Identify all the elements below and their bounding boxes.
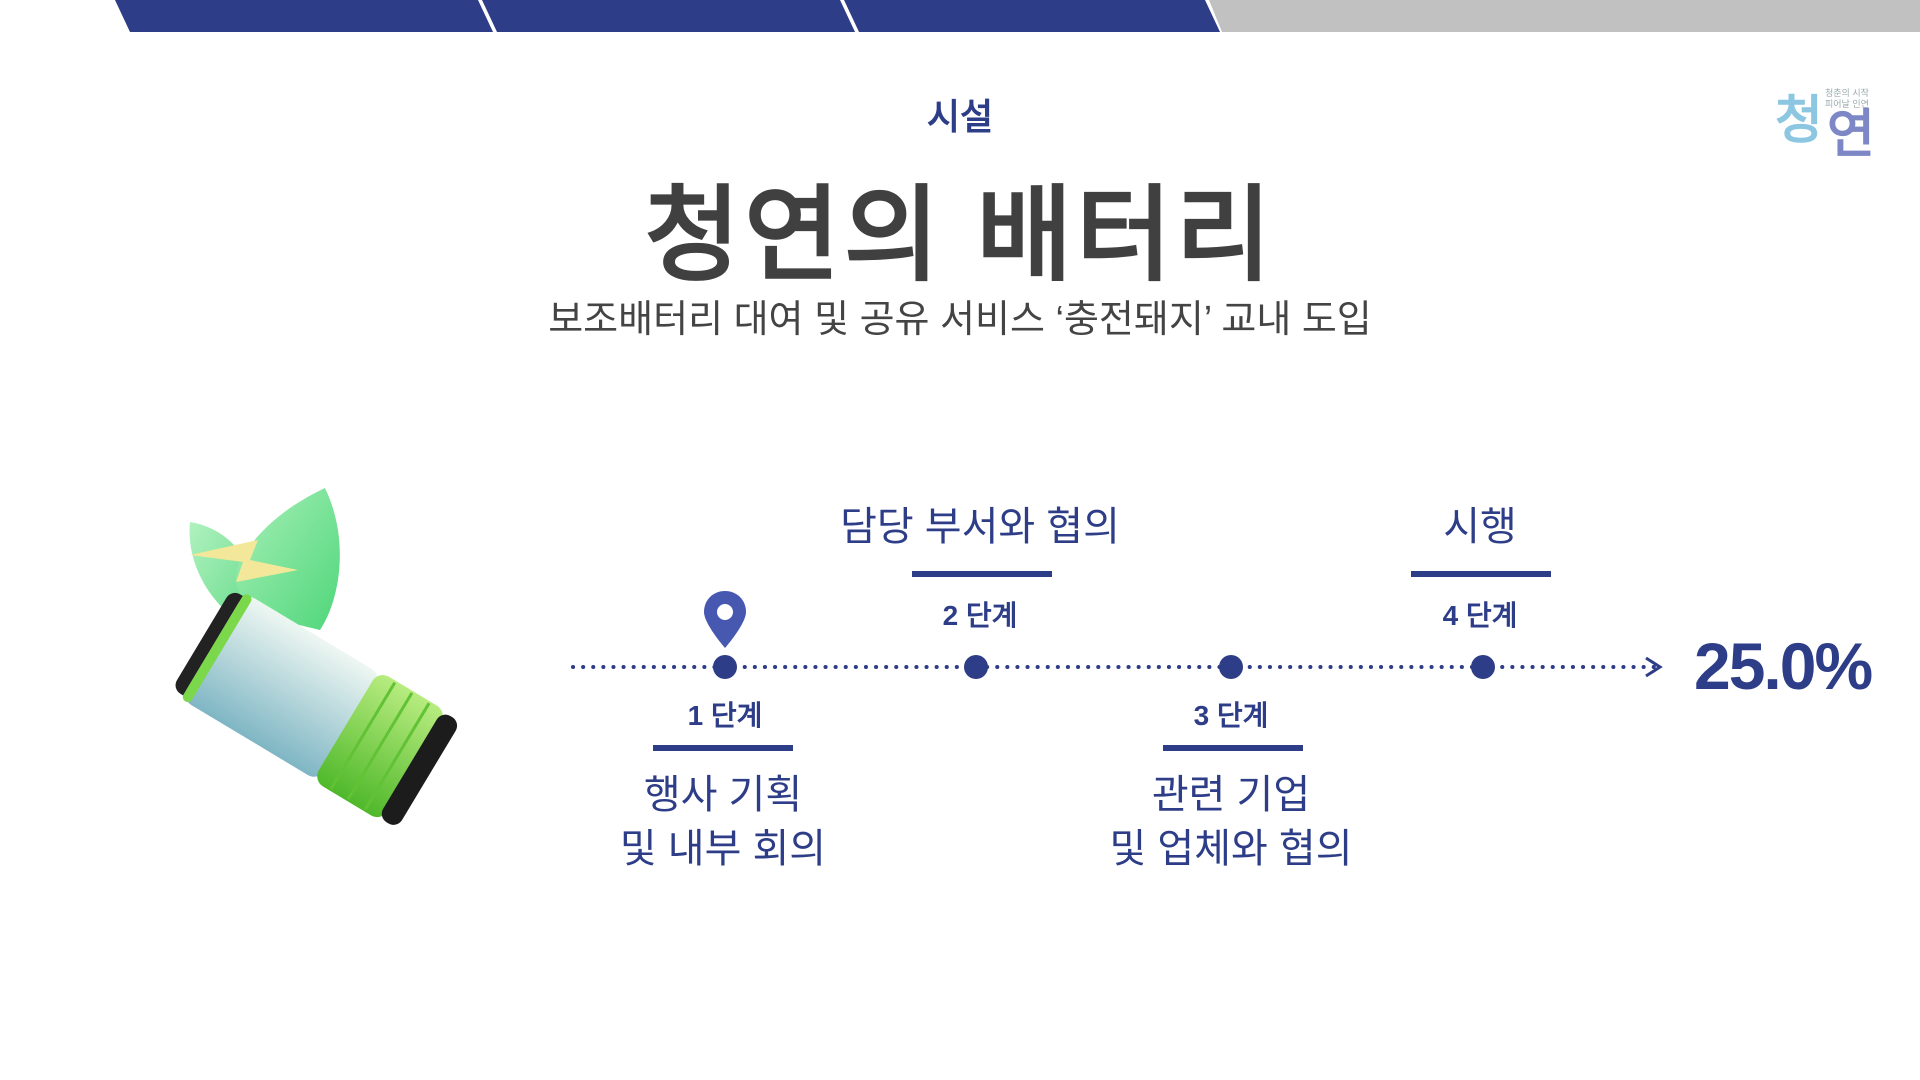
step-3-label: 3 단계: [1193, 700, 1269, 731]
logo-tagline-2: 피어날 인연: [1825, 99, 1869, 109]
step-3-title-line-1: 관련 기업: [1151, 773, 1311, 817]
step-1-title-line-2: 및 내부 회의: [619, 827, 827, 871]
timeline-arrow-icon: [1645, 656, 1663, 678]
step-1-title: 행사 기획 및 내부 회의: [620, 768, 826, 876]
step-4-divider: [1411, 571, 1551, 577]
timeline-dot-step-4[interactable]: [1471, 655, 1495, 679]
logo: 청 연 청춘의 시작 피어날 인연: [1775, 78, 1895, 164]
page-subtitle: 보조배터리 대여 및 공유 서비스 ‘충전돼지’ 교내 도입: [548, 299, 1372, 341]
lightning-icon: [190, 540, 298, 582]
battery-body: [185, 596, 378, 777]
step-1-divider: [653, 745, 793, 751]
top-bar-segment-3: [844, 0, 1220, 32]
step-3-title-line-2: 및 업체와 협의: [1109, 827, 1353, 871]
top-progress-bar: [115, 0, 1920, 32]
step-4-title: 시행: [1443, 505, 1517, 549]
step-1-title-line-1: 행사 기획: [643, 773, 803, 817]
logo-char-2: 연: [1827, 106, 1875, 164]
timeline-track: [571, 656, 1663, 678]
logo-tagline: 청춘의 시작 피어날 인연: [1825, 88, 1869, 110]
section-label: 시설: [926, 96, 994, 137]
step-2-label: 2 단계: [942, 600, 1018, 631]
location-pin-icon: [704, 591, 746, 648]
battery-leaf-illustration: [175, 488, 458, 825]
step-1-label: 1 단계: [687, 700, 763, 731]
logo-char-1: 청: [1775, 92, 1823, 150]
top-bar-segment-2: [482, 0, 855, 32]
step-2-title: 담당 부서와 협의: [840, 505, 1120, 549]
timeline-dot-step-2[interactable]: [964, 655, 988, 679]
leaf-right: [236, 488, 340, 630]
step-3-title: 관련 기업 및 업체와 협의: [1109, 768, 1352, 876]
battery-cap: [175, 592, 247, 697]
step-3-divider: [1163, 745, 1303, 751]
step-4-label: 4 단계: [1442, 600, 1518, 631]
page-title: 청연의 배터리: [644, 178, 1276, 294]
battery-end: [381, 714, 458, 825]
step-2-divider: [912, 571, 1052, 577]
logo-tagline-1: 청춘의 시작: [1825, 88, 1869, 98]
progress-percentage: 25.0%: [1694, 629, 1873, 703]
timeline-dot-step-1[interactable]: [713, 655, 737, 679]
top-bar-remaining: [1209, 0, 1920, 32]
top-bar-segment-1: [115, 0, 493, 32]
timeline-dot-step-3[interactable]: [1219, 655, 1243, 679]
